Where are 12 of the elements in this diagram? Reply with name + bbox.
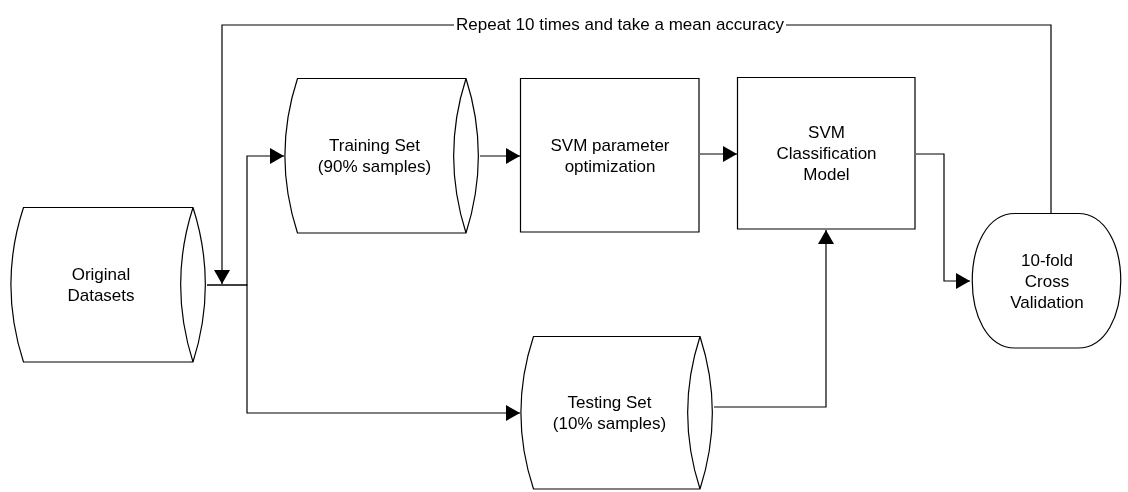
arrow — [915, 153, 971, 289]
edge-label: Repeat 10 times and take a mean accuracy — [454, 15, 786, 35]
node-label: SVM parameter optimization — [549, 134, 671, 177]
arrow — [699, 146, 738, 162]
node-label: 10-fold Cross Validation — [1009, 249, 1085, 313]
arrow — [206, 284, 521, 421]
arrow — [479, 148, 521, 164]
node-label: Testing Set (10% samples) — [552, 392, 667, 434]
node-label: SVM Classification Model — [775, 122, 878, 185]
arrow — [713, 229, 834, 408]
node-label: Training Set (90% samples) — [316, 135, 433, 177]
node-label: Original Datasets — [66, 264, 136, 306]
